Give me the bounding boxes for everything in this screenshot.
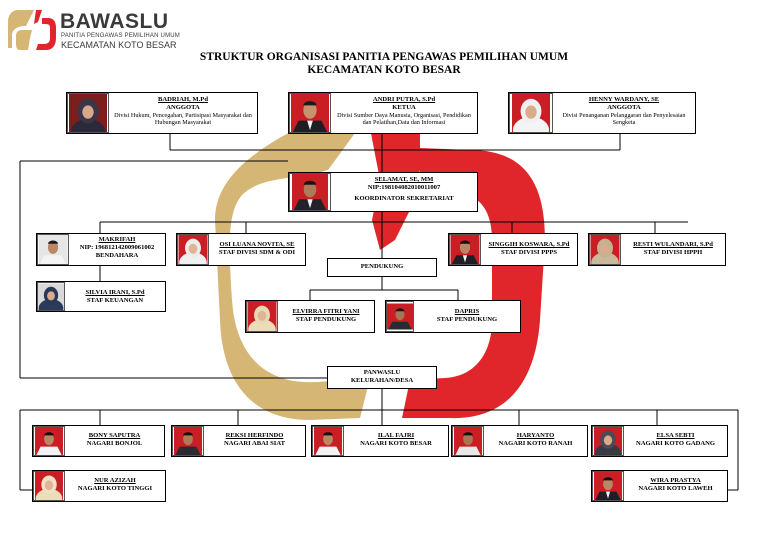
logo-subtitle: PANITIA PENGAWAS PEMILIHAN UMUM: [61, 33, 180, 39]
photo-makrifah: [37, 234, 69, 265]
photo-andri: [289, 93, 331, 133]
staff-name: OSI LUANA NOVITA, SE: [219, 241, 295, 248]
staff-name: ELVIRRA FITRI YANI: [292, 308, 360, 315]
staff-name: RESTI WULANDARI, S.Pd: [633, 241, 713, 248]
leader-division: Divisi Penanganan Pelanggaran dan Penyel…: [562, 111, 686, 126]
pendukung-label: PENDUKUNG: [360, 263, 404, 270]
photo-elvirra: [246, 301, 278, 332]
photo-resti: [589, 234, 621, 265]
nagari-place: NAGARI KOTO GADANG: [635, 439, 715, 447]
nagari-text-ilal: ILAL FAJRI NAGARI KOTO BESAR: [345, 432, 447, 448]
photo-selamat: [289, 173, 331, 211]
staff-role: STAF PENDUKUNG: [436, 315, 498, 323]
leader-name: BADRIAH, M.Pd: [157, 96, 208, 103]
nagari-member-name: NUR AZIZAH: [94, 477, 136, 484]
photo-bony: [33, 426, 65, 456]
panwaslu-label: PANWASLU KELURAHAN/DESA: [350, 369, 414, 384]
pendukung-box: [327, 258, 437, 277]
staff-text-singgih: SINGGIH KOSWARA, S.Pd STAF DIVISI PPPS: [482, 241, 576, 257]
staff-role: STAF KEUANGAN: [86, 296, 144, 304]
staff-name: MAKRIFAH: [98, 236, 136, 243]
photo-ilal: [312, 426, 344, 456]
staff-role: STAF DIVISI HPPH: [643, 248, 703, 256]
staff-role: STAF DIVISI PPPS: [500, 248, 558, 256]
leader-division: Divisi Sumber Daya Manusia, Organisasi, …: [337, 111, 471, 126]
leader-name: HENNY WARDANY, SE: [588, 96, 660, 103]
nagari-member-name: HARYANTO: [516, 432, 555, 439]
staff-text-makrifah: MAKRIFAH NIP: 196812142009061002 BENDAHA…: [70, 236, 164, 259]
staff-name: DAPRIS: [454, 308, 480, 315]
coordinator-role: KOORDINATOR SEKRETARIAT: [354, 194, 454, 202]
page-subtitle: KECAMATAN KOTO BESAR: [307, 64, 461, 76]
nagari-place: NAGARI KOTO LAWEH: [638, 484, 713, 492]
photo-dapris: [386, 301, 414, 332]
nagari-text-nur: NUR AZIZAH NAGARI KOTO TINGGI: [66, 477, 164, 493]
staff-role: STAF PENDUKUNG: [295, 315, 357, 323]
photo-elsa: [592, 426, 624, 456]
nagari-place: NAGARI KOTO TINGGI: [77, 484, 153, 492]
photo-reksi: [172, 426, 204, 456]
nagari-place: NAGARI ABAI SIAT: [223, 439, 286, 447]
leader-role: ANGGOTA: [166, 103, 200, 111]
leader-name: ANDRI PUTRA, S.Pd: [372, 96, 436, 103]
emblem-gold-shape: [215, 118, 370, 420]
emblem-red-shape: [402, 148, 545, 419]
staff-text-silvia: SILVIA IRANI, S.Pd STAF KEUANGAN: [66, 289, 164, 305]
leader-text-henny: HENNY WARDANY, SE ANGGOTA Divisi Penanga…: [554, 96, 694, 126]
staff-role: STAF DIVISI SDM & ODI: [218, 248, 296, 256]
page-title: STRUKTUR ORGANISASI PANITIA PENGAWAS PEM…: [199, 51, 569, 63]
nagari-text-bony: BONY SAPUTRA NAGARI BONJOL: [66, 432, 163, 448]
coordinator-text: SELAMAT, SE, MM NIP:198104082010011007 K…: [332, 176, 476, 202]
photo-henny: [509, 93, 553, 133]
staff-text-dapris: DAPRIS STAF PENDUKUNG: [415, 308, 519, 324]
nagari-member-name: ELSA SEBTI: [656, 432, 695, 439]
photo-wira: [592, 471, 624, 501]
coordinator-name: SELAMAT, SE, MM: [374, 176, 434, 183]
staff-text-resti: RESTI WULANDARI, S.Pd STAF DIVISI HPPH: [622, 241, 724, 257]
staff-name: SILVIA IRANI, S.Pd: [85, 289, 145, 296]
nagari-member-name: BONY SAPUTRA: [88, 432, 141, 439]
staff-text-elvirra: ELVIRRA FITRI YANI STAF PENDUKUNG: [279, 308, 373, 324]
coordinator-nip: NIP:198104082010011007: [367, 183, 441, 191]
photo-silvia: [37, 282, 65, 311]
nagari-text-elsa: ELSA SEBTI NAGARI KOTO GADANG: [625, 432, 726, 448]
nagari-member-name: REKSI HERFINDO: [225, 432, 284, 439]
staff-role: BENDAHARA: [95, 251, 139, 259]
bawaslu-logo-icon: [8, 10, 56, 50]
photo-haryanto: [452, 426, 484, 456]
nagari-member-name: ILAL FAJRI: [377, 432, 415, 439]
leader-text-badriah: BADRIAH, M.Pd ANGGOTA Divisi Hukum, Penc…: [110, 96, 256, 126]
photo-nur: [33, 471, 65, 501]
leader-role: ANGGOTA: [607, 103, 641, 111]
photo-singgih: [449, 234, 481, 265]
nagari-text-wira: WIRA PRASTYA NAGARI KOTO LAWEH: [625, 477, 726, 493]
logo-location: KECAMATAN KOTO BESAR: [61, 40, 177, 50]
leader-text-andri: ANDRI PUTRA, S.Pd KETUA Divisi Sumber Da…: [332, 96, 476, 126]
nagari-text-haryanto: HARYANTO NAGARI KOTO RANAH: [485, 432, 586, 448]
photo-osi: [177, 234, 209, 265]
panwaslu-box: [327, 366, 437, 389]
nagari-place: NAGARI BONJOL: [86, 439, 143, 447]
leader-division: Divisi Hukum, Pencegahan, Partisipasi Ma…: [114, 111, 252, 126]
staff-text-osi: OSI LUANA NOVITA, SE STAF DIVISI SDM & O…: [210, 241, 304, 257]
photo-badriah: [67, 93, 109, 133]
logo-title: BAWASLU: [60, 10, 169, 33]
staff-name: SINGGIH KOSWARA, S.Pd: [488, 241, 570, 248]
staff-nip: NIP: 196812142009061002: [79, 243, 155, 251]
leader-role: KETUA: [392, 103, 416, 111]
nagari-place: NAGARI KOTO RANAH: [498, 439, 573, 447]
nagari-text-reksi: REKSI HERFINDO NAGARI ABAI SIAT: [205, 432, 304, 448]
nagari-place: NAGARI KOTO BESAR: [360, 439, 432, 447]
nagari-member-name: WIRA PRASTYA: [650, 477, 701, 484]
